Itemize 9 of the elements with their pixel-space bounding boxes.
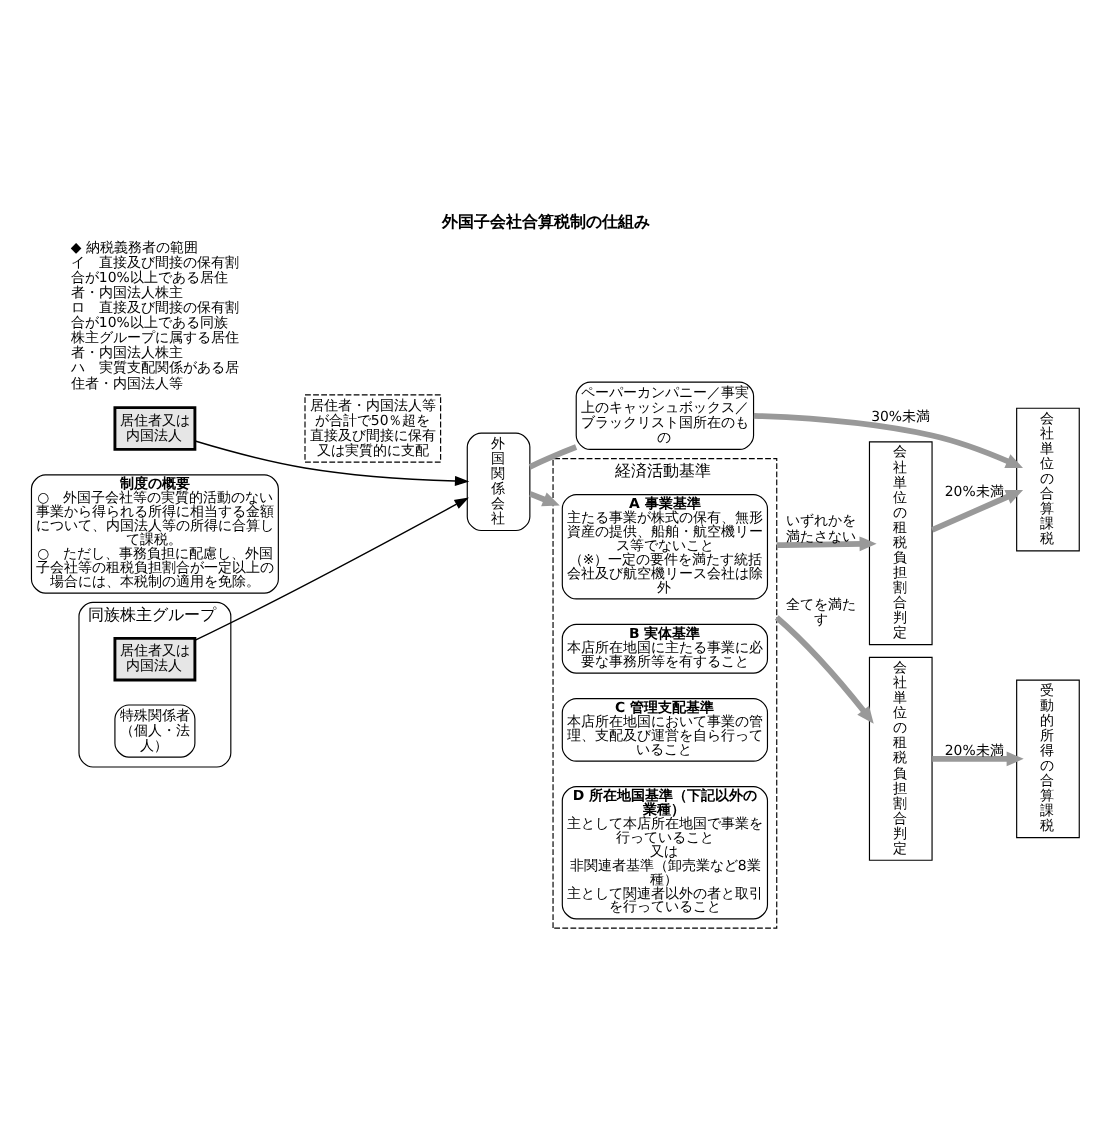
diagram-title: 外国子会社合算税制の仕組み bbox=[442, 211, 651, 232]
arrow bbox=[753, 412, 1024, 468]
arrow bbox=[774, 615, 874, 724]
arrow bbox=[776, 536, 877, 552]
arrow bbox=[931, 489, 1024, 533]
arrow bbox=[932, 751, 1024, 767]
arrow bbox=[194, 497, 469, 641]
arrow bbox=[194, 440, 470, 487]
connector bbox=[528, 444, 578, 470]
